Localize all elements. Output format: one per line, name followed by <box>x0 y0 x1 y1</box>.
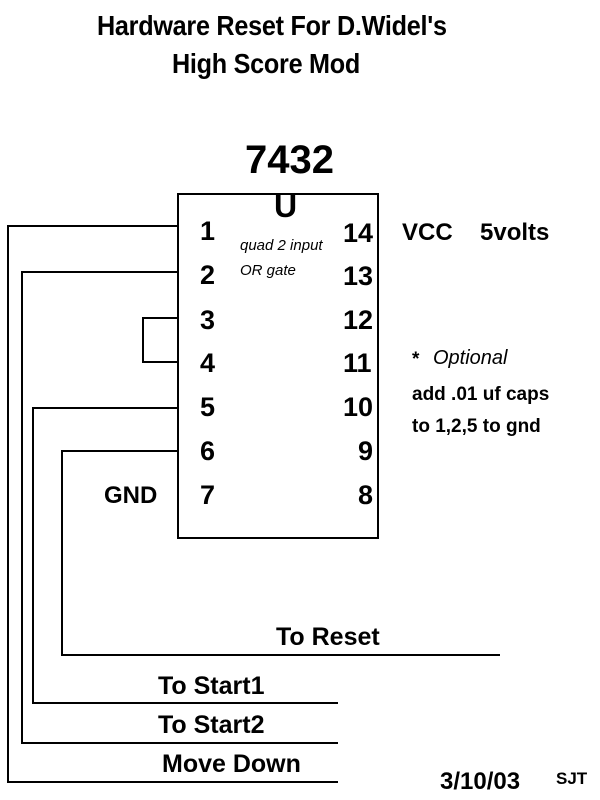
wire-pin1-move-down <box>7 225 338 783</box>
chip-part-number: 7432 <box>245 138 334 182</box>
diagram-title-line2: High Score Mod <box>172 48 361 79</box>
wire-pin2-start2 <box>21 271 338 744</box>
pin-12-label: 12 <box>343 305 374 335</box>
note-line1: add .01 uf caps <box>412 384 550 405</box>
pin-1-label: 1 <box>200 216 216 246</box>
wire-pin5-start1 <box>32 407 338 704</box>
chip-body <box>177 193 379 539</box>
chip-description-line1: quad 2 input <box>240 237 323 254</box>
pin-3-label: 3 <box>200 305 216 335</box>
pin-2-label: 2 <box>200 260 216 290</box>
pin-4-label: 4 <box>200 348 216 378</box>
wire-label-move-down: Move Down <box>162 750 301 778</box>
wire-label-start1: To Start1 <box>158 672 265 700</box>
pin-7-label: 7 <box>200 480 216 510</box>
pin-13-label: 13 <box>343 261 374 291</box>
pin-6-label: 6 <box>200 436 216 466</box>
footer-date: 3/10/03 <box>440 768 521 795</box>
diagram-title-line1: Hardware Reset For D.Widel's <box>97 10 447 41</box>
wire-pin3-pin4-jumper <box>142 317 178 363</box>
chip-description-line2: OR gate <box>240 262 296 279</box>
chip-notch-glyph: U <box>274 188 298 224</box>
note-asterisk: * <box>412 349 420 370</box>
pin-8-label: 8 <box>358 480 374 510</box>
gnd-label: GND <box>104 482 158 509</box>
vcc-label: VCC <box>402 219 453 246</box>
pin-5-label: 5 <box>200 392 216 422</box>
vcc-voltage-label: 5volts <box>480 219 550 246</box>
pin-10-label: 10 <box>343 392 374 422</box>
wire-label-start2: To Start2 <box>158 711 265 739</box>
wire-pin6-reset <box>61 450 500 656</box>
pin-9-label: 9 <box>358 436 374 466</box>
note-title: Optional <box>433 347 508 369</box>
wire-label-reset: To Reset <box>276 623 380 651</box>
note-line2: to 1,2,5 to gnd <box>412 416 541 437</box>
footer-author: SJT <box>556 769 588 788</box>
pin-11-label: 11 <box>343 348 372 378</box>
pin-14-label: 14 <box>343 218 374 248</box>
